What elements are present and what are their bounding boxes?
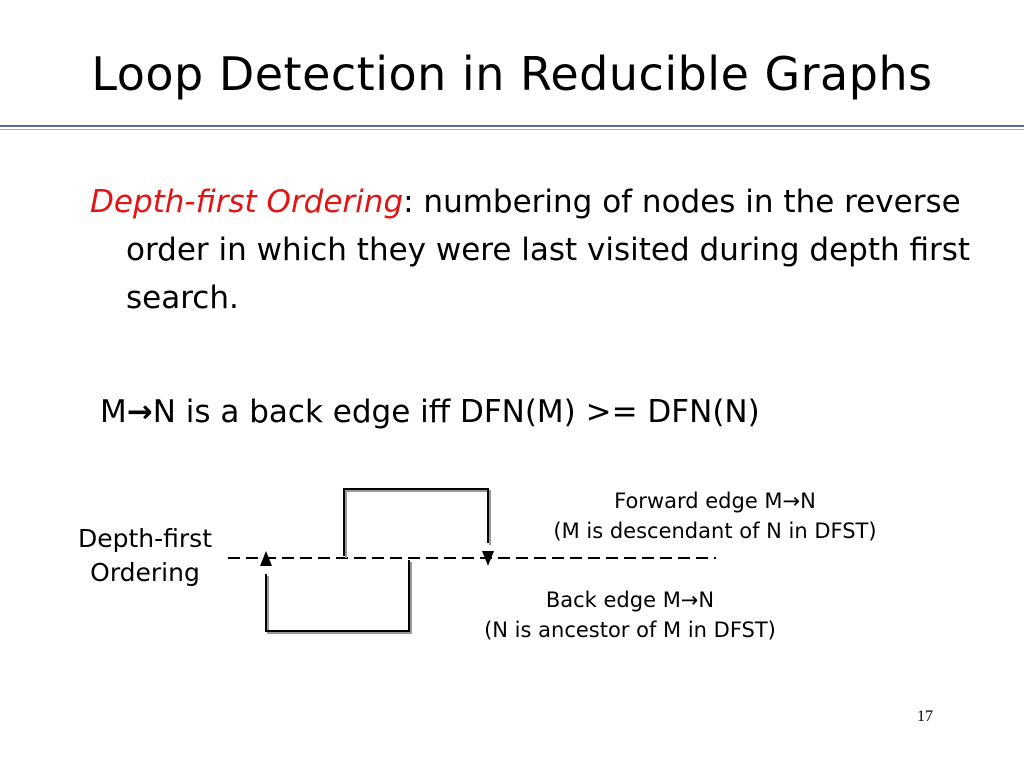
definition-bullet: Depth-first Ordering: numbering of nodes…: [90, 178, 986, 322]
forward-edge-arrowhead-icon: [482, 551, 494, 566]
title-divider: [0, 125, 1024, 127]
back-edge-description: (N is ancestor of M in DFST): [484, 618, 776, 642]
forward-edge-shadow: [345, 490, 491, 558]
title-divider-shadow: [0, 129, 1024, 130]
ordering-axis-label: Depth-first Ordering: [45, 522, 245, 590]
definition-text: : numbering of nodes in the reverse orde…: [126, 184, 971, 316]
forward-edge-description: (M is descendant of N in DFST): [553, 519, 877, 543]
back-edge-title: Back edge M→N: [545, 588, 715, 612]
definition-term: Depth-first Ordering: [90, 184, 404, 220]
page-number: 17: [917, 708, 933, 725]
statement-suffix: N is a back edge iff DFN(M) >= DFN(N): [152, 394, 760, 430]
forward-edge-caption: Forward edge M→N (M is descendant of N i…: [480, 486, 950, 546]
axis-label-line-2: Ordering: [90, 558, 200, 587]
back-edge-line: [265, 560, 410, 632]
right-arrow-icon: →: [126, 394, 153, 430]
back-edge-arrowhead-icon: [260, 551, 272, 566]
slide-title: Loop Detection in Reducible Graphs: [91, 47, 933, 101]
forward-edge-title: Forward edge M→N: [614, 489, 816, 513]
back-edge-shadow: [267, 562, 412, 634]
forward-edge-line: [343, 488, 489, 556]
statement-prefix: M: [100, 394, 127, 430]
axis-label-line-1: Depth-first: [77, 524, 213, 553]
back-edge-statement: M→N is a back edge iff DFN(M) >= DFN(N): [100, 388, 980, 436]
back-edge-caption: Back edge M→N (N is ancestor of M in DFS…: [400, 585, 860, 645]
